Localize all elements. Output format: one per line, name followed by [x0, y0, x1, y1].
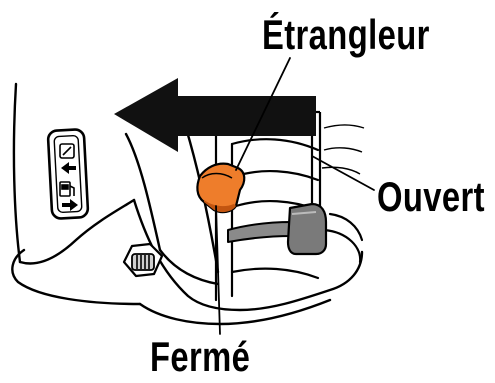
label-open: Ouvert: [377, 176, 485, 218]
label-closed: Fermé: [150, 336, 250, 378]
fuel-shutoff-knob: [228, 204, 326, 254]
mounting-nut: [124, 244, 162, 276]
leader-line-open: [312, 156, 374, 190]
instruction-decal: [48, 129, 89, 219]
label-choke: Étrangleur: [262, 14, 430, 56]
